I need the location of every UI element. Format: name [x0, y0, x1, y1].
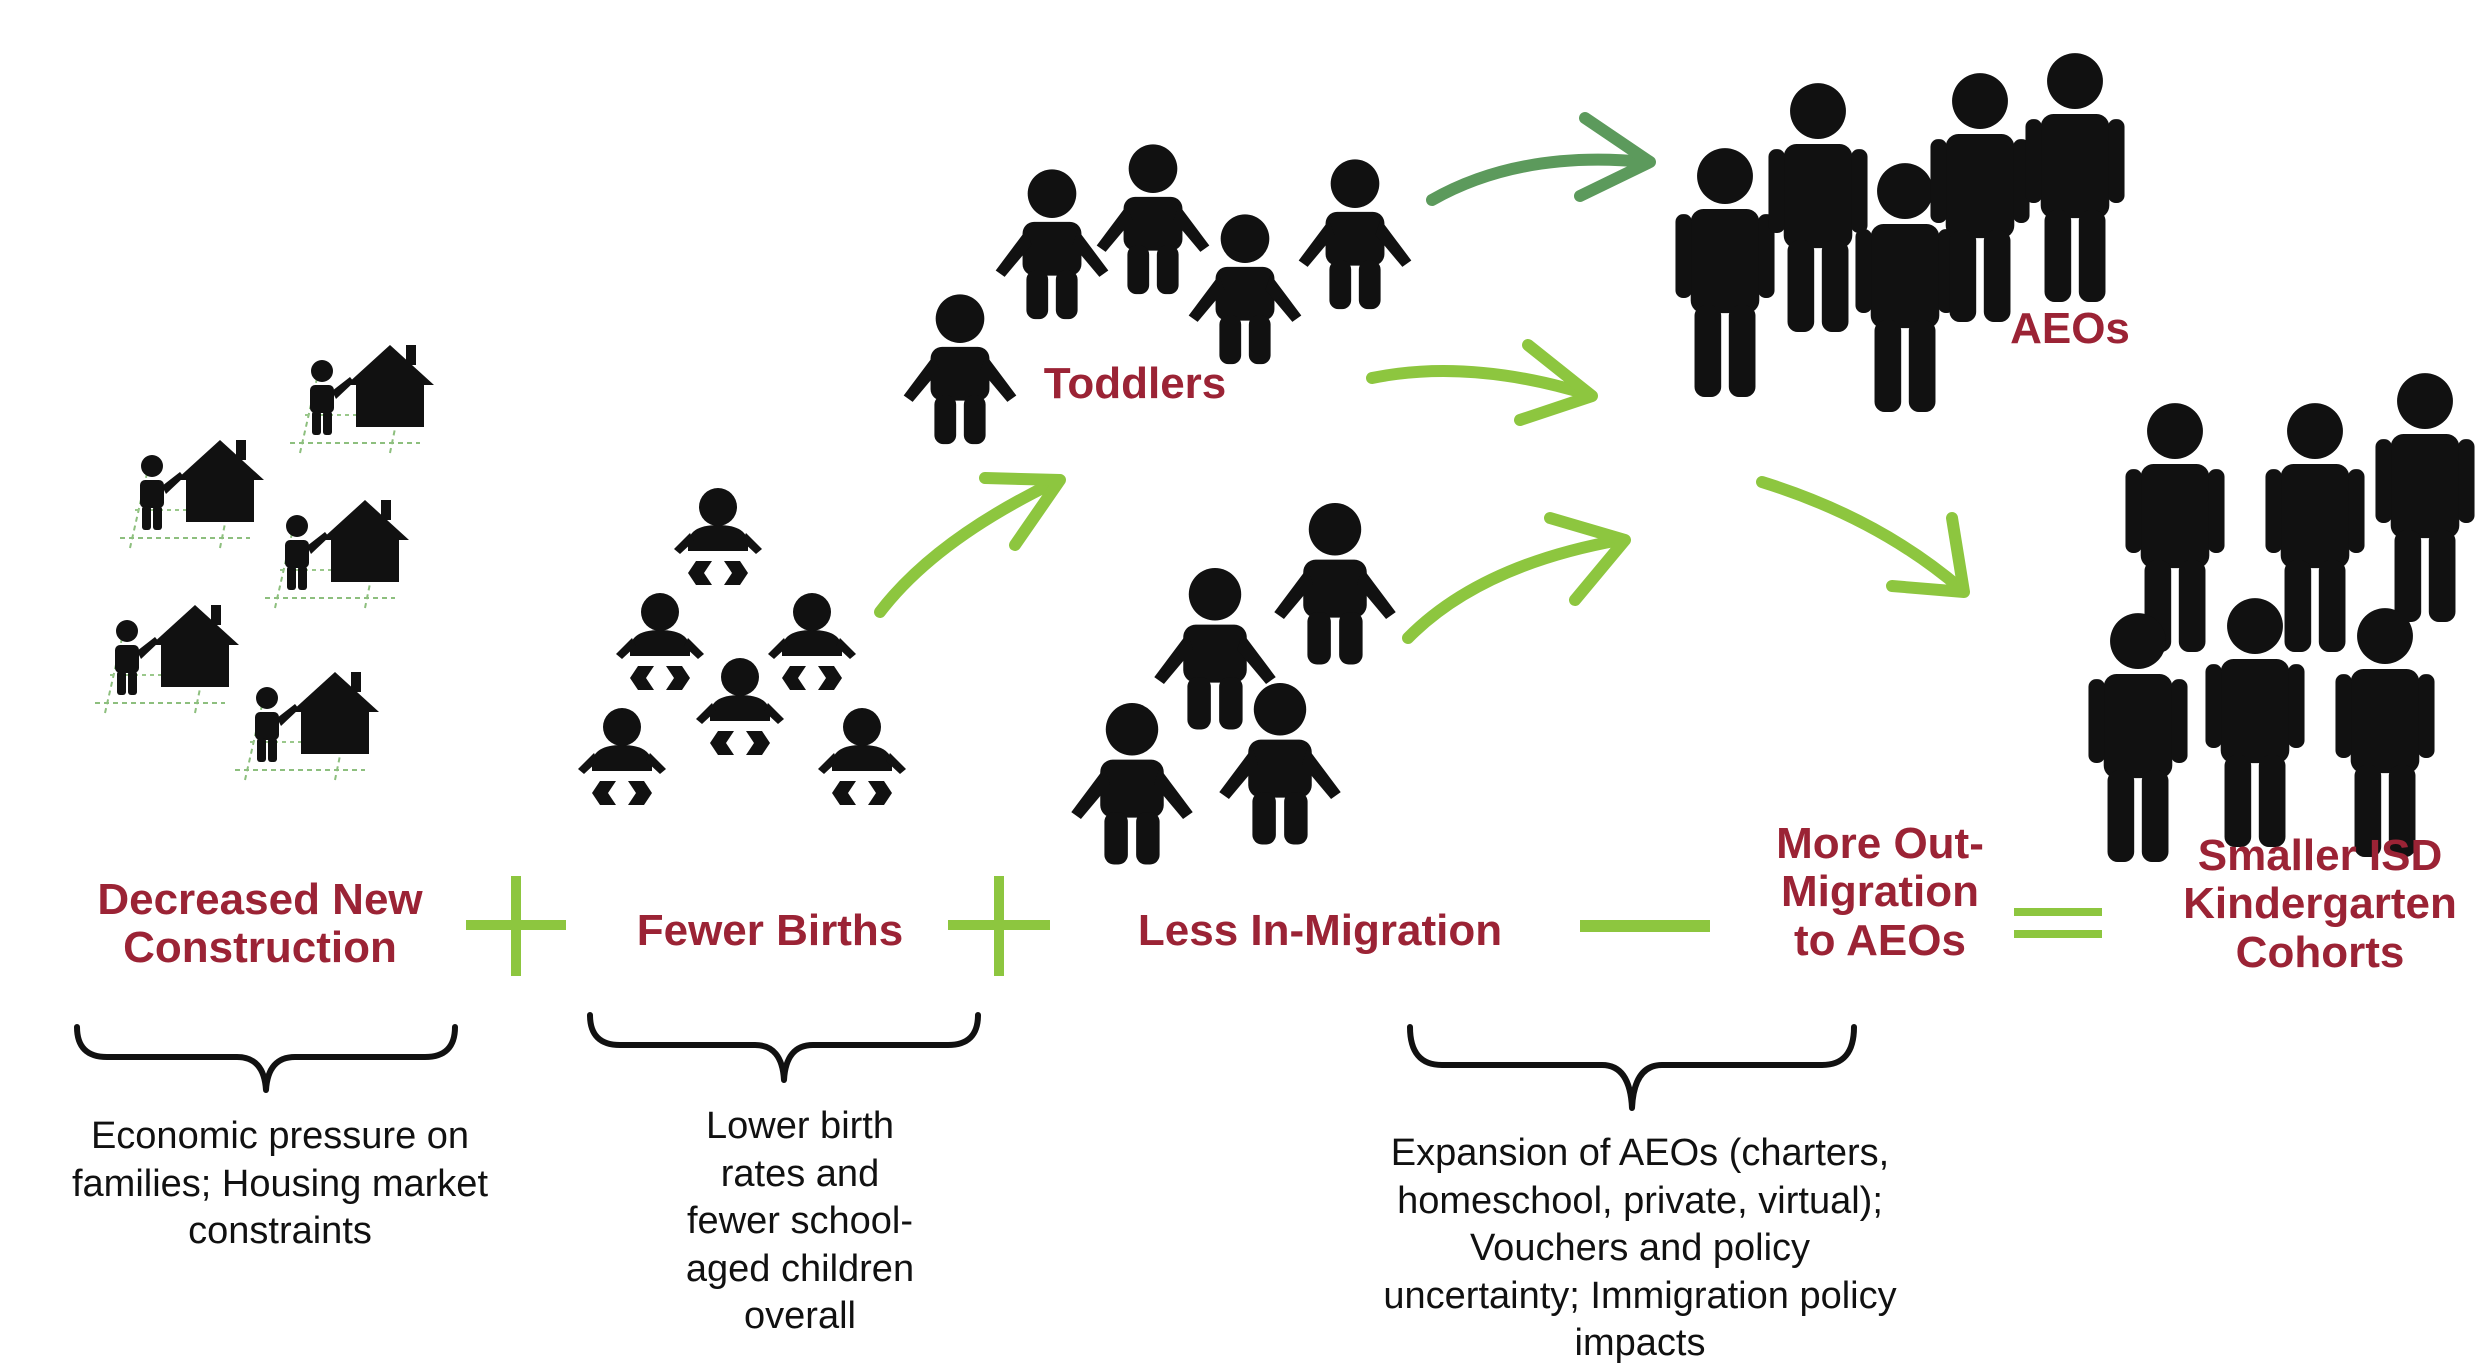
child-icon — [903, 294, 1017, 445]
brace-births-icon — [587, 1012, 981, 1083]
person-icon — [2375, 373, 2475, 622]
brace-aeos-icon — [1407, 1024, 1857, 1111]
result-label: Smaller ISD Kindergarten Cohorts — [2183, 831, 2457, 977]
arrow-births-to-toddlers-icon — [874, 472, 1066, 618]
person-icon — [1675, 148, 1775, 397]
child-icon — [1096, 144, 1210, 295]
person-icon — [2088, 613, 2188, 862]
arrow-aeos-to-cohort-icon — [1756, 476, 1970, 598]
toddlers-label: Toddlers — [1043, 359, 1227, 408]
person-icon — [2335, 608, 2435, 857]
baby-icon — [674, 488, 762, 585]
migrants-icon-group — [1071, 503, 1396, 865]
child-icon — [1274, 503, 1396, 665]
person-icon — [1768, 83, 1868, 332]
construction-label: Decreased New Construction — [97, 875, 423, 973]
baby-icon — [818, 708, 906, 805]
minus-operator — [1580, 920, 1710, 932]
baby-icon — [616, 593, 704, 690]
construction-description: Economic pressure on families; Housing m… — [71, 1115, 489, 1252]
aeos-icon-group — [1675, 53, 2125, 412]
equals-operator-bottom — [2014, 930, 2102, 938]
aeos-label: AEOs — [2010, 304, 2130, 353]
migration-label: Less In-Migration — [1137, 906, 1503, 955]
baby-icon — [768, 593, 856, 690]
house-with-person-icon — [285, 500, 409, 590]
house-with-person-icon — [140, 440, 264, 530]
aeos-description: Expansion of AEOs (charters, homeschool,… — [1383, 1132, 1897, 1364]
house-with-person-icon — [115, 605, 239, 695]
arrow-toddlers-to-aeos-icon — [1426, 112, 1656, 206]
house-with-person-icon — [310, 345, 434, 435]
child-icon — [1188, 214, 1302, 365]
house-with-person-icon — [255, 672, 379, 762]
baby-icon — [578, 708, 666, 805]
births-label: Fewer Births — [636, 906, 904, 955]
child-icon — [1298, 159, 1412, 310]
equals-operator-top — [2014, 908, 2102, 916]
babies-icon-group — [578, 488, 906, 805]
houses-icon-group — [94, 345, 434, 781]
arrow-toddlers-to-cohort-icon — [1366, 339, 1598, 426]
person-icon — [2025, 53, 2125, 302]
plus-operator-2-vertical — [994, 876, 1004, 976]
child-icon — [995, 169, 1109, 320]
plus-operator-1-vertical — [511, 876, 521, 976]
child-icon — [1071, 703, 1193, 865]
baby-icon — [696, 658, 784, 755]
births-description: Lower birth rates and fewer school- aged… — [685, 1105, 915, 1337]
out-migration-label: More Out- Migration to AEOs — [1776, 819, 1984, 965]
brace-construction-icon — [74, 1024, 458, 1093]
arrow-migration-to-cohort-icon — [1402, 512, 1631, 644]
cohort-icon-group — [2088, 373, 2475, 862]
